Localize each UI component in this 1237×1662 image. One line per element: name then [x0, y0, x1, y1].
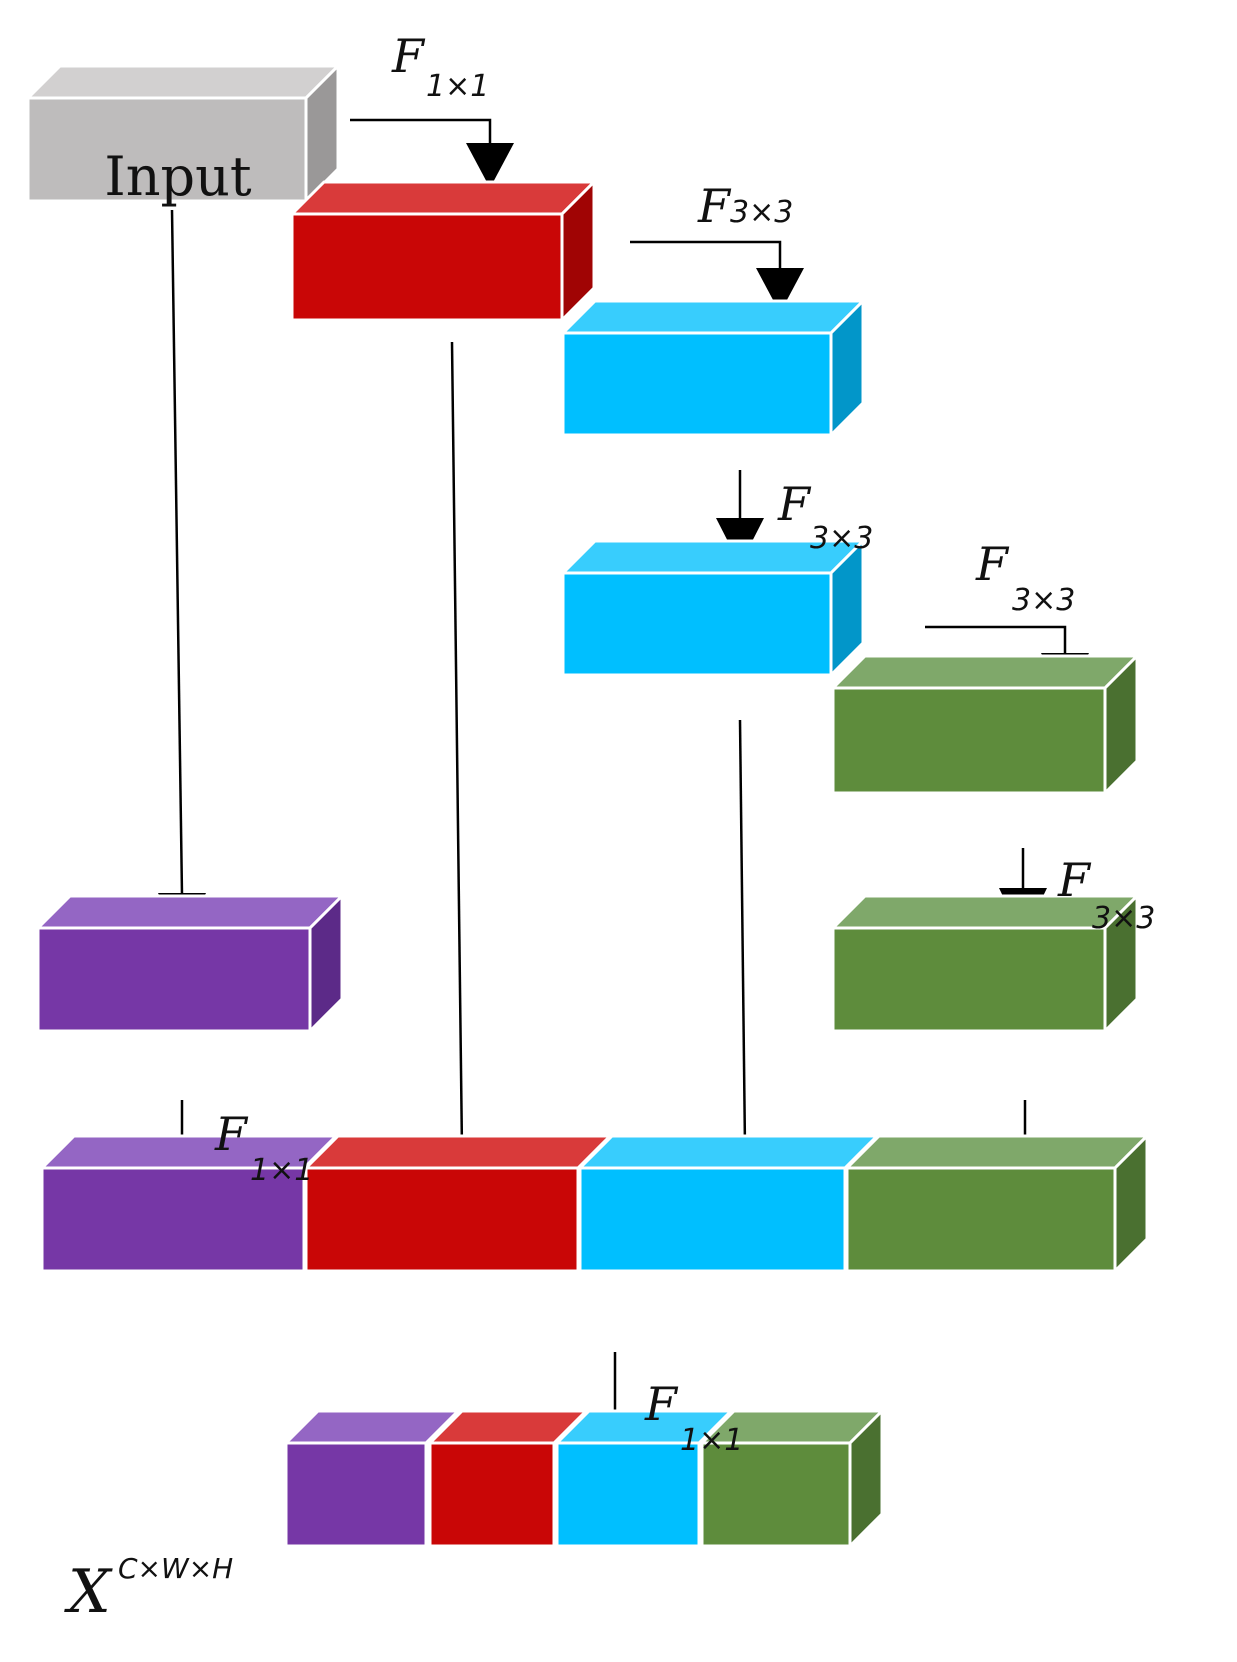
- cyan-block-1: [561, 299, 865, 437]
- concat-cyan-segment-front-face: [578, 1166, 847, 1273]
- output-green-segment: [700, 1409, 884, 1548]
- filter-size: 1×1: [680, 1423, 743, 1458]
- concat-green-segment-top-face: [845, 1134, 1149, 1170]
- output-red-segment: [428, 1409, 588, 1548]
- filter-size: 1×1: [426, 69, 489, 104]
- blocks: [26, 64, 1149, 1548]
- purple-block-top-face: [36, 894, 344, 930]
- green-block-2: [831, 894, 1139, 1033]
- green-block-1-top-face: [831, 654, 1139, 690]
- concat-purple-segment-front-face: [40, 1166, 306, 1273]
- filter-symbol: F: [214, 1107, 249, 1161]
- green-block-1: [831, 654, 1139, 795]
- concat-cyan-segment: [578, 1134, 879, 1273]
- filter-label-3x3-green-to-green: F 3×3: [1057, 853, 1155, 936]
- filter-size: 1×1: [250, 1153, 313, 1188]
- output-red-segment-front-face: [428, 1441, 556, 1548]
- filter-label-1x1-purple: F 1×1: [214, 1107, 313, 1188]
- filter-label-3x3-cyan-to-cyan: F 3×3: [777, 477, 873, 556]
- green-block-2-front-face: [831, 926, 1107, 1033]
- concat-cyan-segment-top-face: [578, 1134, 879, 1170]
- purple-block: [36, 894, 344, 1033]
- red-block-front-face: [290, 212, 564, 322]
- arrow-head-cyan1: [756, 268, 804, 313]
- red-block: [290, 180, 596, 322]
- red-block-top-face: [290, 180, 596, 216]
- output-symbol: X: [64, 1557, 113, 1627]
- output-cyan-segment: [555, 1409, 733, 1548]
- concat-green-segment-front-face: [845, 1166, 1117, 1273]
- connector-red-to-concat: [450, 341, 464, 1151]
- output-tensor-label: X C×W×H: [64, 1552, 233, 1627]
- purple-block-front-face: [36, 926, 312, 1033]
- filter-symbol: F: [1057, 853, 1092, 907]
- output-green-segment-front-face: [700, 1441, 852, 1548]
- filter-label-1x1-top: F 1×1: [391, 29, 489, 104]
- filter-symbol: F: [697, 179, 732, 233]
- filter-label-3x3-red-to-cyan: F 3×3: [697, 179, 793, 233]
- output-purple-segment-front-face: [284, 1441, 428, 1548]
- arrow-head-red: [466, 143, 514, 188]
- input-block-top-face: [26, 64, 340, 100]
- output-superscript: C×W×H: [118, 1552, 233, 1585]
- filter-symbol: F: [644, 1377, 679, 1431]
- connector-cyan2-to-concat: [738, 719, 747, 1149]
- connector-input-to-red: [350, 118, 492, 145]
- output-cyan-segment-front-face: [555, 1441, 701, 1548]
- filter-label-3x3-cyan-to-green: F 3×3: [975, 537, 1075, 618]
- filter-symbol: F: [975, 537, 1010, 591]
- output-purple-segment: [284, 1409, 460, 1548]
- filter-size: 3×3: [810, 521, 873, 556]
- input-block: [26, 64, 340, 203]
- input-label: Input: [104, 145, 251, 208]
- filter-symbol: F: [777, 477, 812, 531]
- connector-cyan2-to-green1: [925, 625, 1067, 655]
- concat-red-segment-top-face: [304, 1134, 612, 1170]
- output-purple-segment-top-face: [284, 1409, 460, 1445]
- filter-size: 3×3: [730, 195, 793, 230]
- cyan-block-1-top-face: [561, 299, 865, 335]
- cyan-block-1-front-face: [561, 331, 833, 437]
- concat-green-segment: [845, 1134, 1149, 1273]
- filter-size: 3×3: [1092, 901, 1155, 936]
- filter-size: 3×3: [1012, 583, 1075, 618]
- connectors: [170, 118, 1067, 1420]
- cyan-block-2: [561, 539, 865, 677]
- filter-label-1x1-output: F 1×1: [644, 1377, 743, 1458]
- concat-red-segment: [304, 1134, 612, 1273]
- filter-symbol: F: [391, 29, 426, 83]
- connector-red-to-cyan1: [630, 240, 782, 270]
- connector-input-to-purple: [170, 209, 184, 896]
- green-block-1-front-face: [831, 686, 1107, 795]
- concat-red-segment-front-face: [304, 1166, 580, 1273]
- cyan-block-2-front-face: [561, 571, 833, 677]
